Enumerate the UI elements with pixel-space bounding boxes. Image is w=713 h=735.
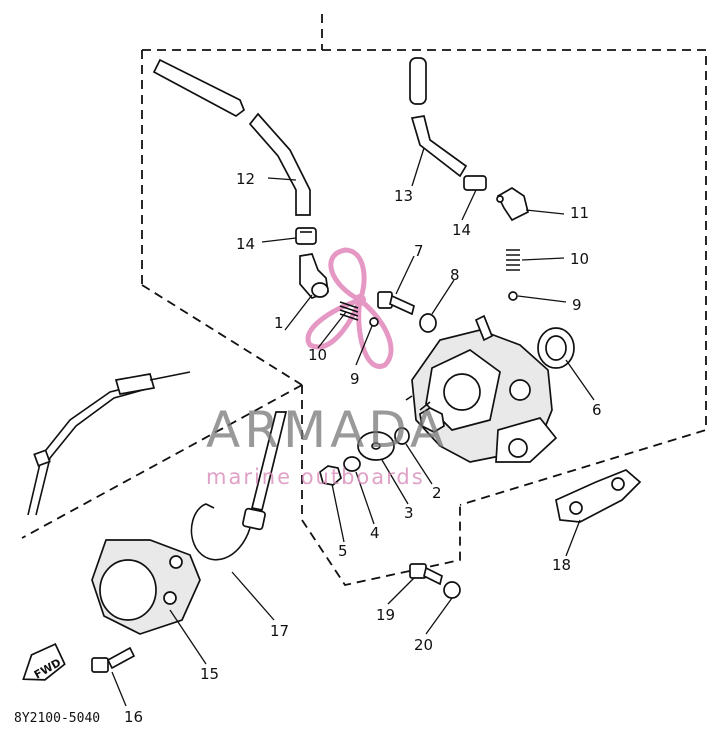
callout-19: 19 [376,606,395,624]
callout-5: 5 [338,542,348,560]
spring-10-right [506,249,520,271]
assembly-boundary [21,14,707,587]
clamp-14-right [463,175,487,191]
washer-4 [343,456,361,472]
clamp-14-left [295,227,317,245]
fwd-arrow-icon: FWD [22,643,66,682]
washer-20 [443,581,461,599]
callout-11: 11 [570,204,589,222]
hose-13 [409,57,468,178]
callout-15: 15 [200,665,219,683]
callout-17: 17 [270,622,289,640]
callout-4: 4 [370,524,380,542]
drive-gear [419,407,445,433]
callout-10-right: 10 [570,250,589,268]
cover-15 [91,539,201,635]
spring-10-left [339,301,359,321]
callout-6: 6 [592,401,602,419]
callout-16: 16 [124,708,143,726]
gasket-18 [555,469,642,523]
callout-9-left: 9 [350,370,360,388]
callout-14-left: 14 [236,235,255,253]
seal-6 [537,327,575,369]
bolt-7 [377,291,415,316]
part-code: 8Y2100-5040 [14,711,100,726]
ball-9-right [508,291,518,301]
hose-12 [152,58,311,216]
callout-9-right: 9 [572,296,582,314]
control-cable [27,371,191,516]
callout-13: 13 [394,187,413,205]
fitting-1 [299,253,329,300]
sensor-17 [190,411,288,561]
leader-lines [111,147,595,707]
callout-14-right: 14 [452,221,471,239]
screw-16 [91,646,136,673]
watermark-tagline: marine outboards [206,465,425,489]
washer-8 [419,313,437,333]
watermark-brand: ARMADA [206,401,448,459]
bolt-19 [409,563,443,586]
propeller-logo [305,247,394,369]
washer-2 [394,427,410,445]
callout-3: 3 [404,504,414,522]
callout-12: 12 [236,170,255,188]
callout-7: 7 [414,242,424,260]
elbow-11 [496,187,529,222]
plate-3 [357,431,395,461]
callout-10-left: 10 [308,346,327,364]
callout-labels: 1 2 3 4 5 6 7 8 9 9 10 10 11 12 13 14 14… [124,170,602,726]
callout-1: 1 [274,314,284,332]
ball-9-left [369,317,379,327]
callout-2: 2 [432,484,442,502]
callout-18: 18 [552,556,571,574]
callout-20: 20 [414,636,433,654]
nut-5 [319,465,342,486]
callout-8: 8 [450,266,460,284]
oil-pump-body [405,314,558,463]
